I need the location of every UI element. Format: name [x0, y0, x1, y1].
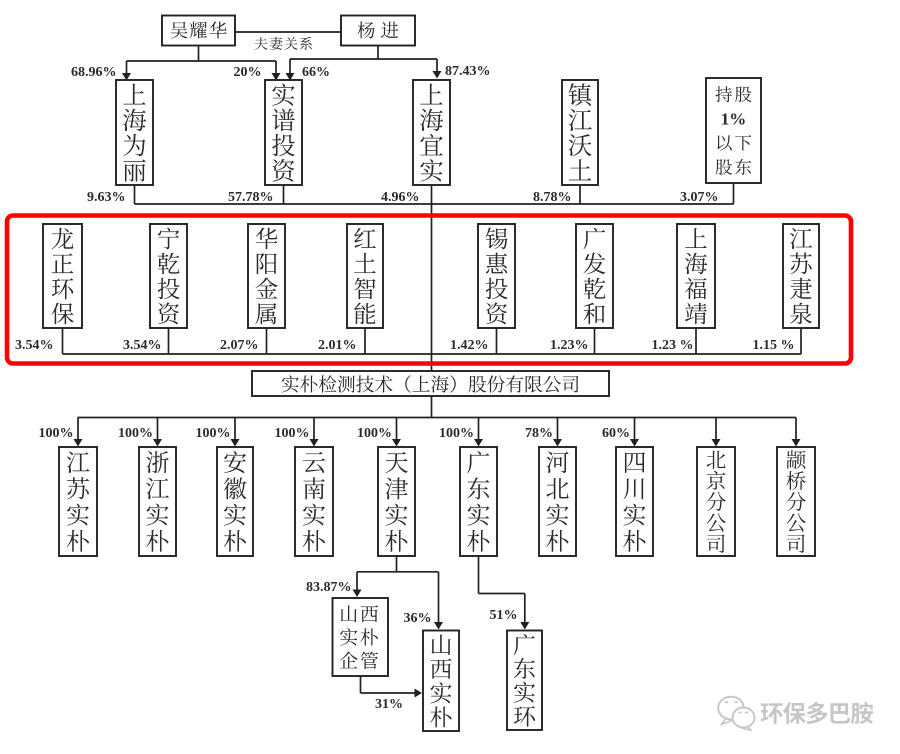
- svg-text:60%: 60%: [602, 426, 630, 441]
- svg-text:100%: 100%: [357, 426, 392, 441]
- svg-text:8.78%: 8.78%: [533, 190, 572, 205]
- svg-text:1.42%: 1.42%: [450, 338, 489, 353]
- svg-text:78%: 78%: [525, 426, 553, 441]
- svg-text:100%: 100%: [118, 426, 153, 441]
- svg-text:1.23 %: 1.23 %: [652, 338, 694, 353]
- svg-text:2.01%: 2.01%: [318, 338, 357, 353]
- svg-text:68.96%: 68.96%: [71, 65, 117, 80]
- svg-text:36%: 36%: [404, 611, 432, 626]
- svg-text:1%: 1%: [721, 109, 747, 128]
- svg-text:57.78%: 57.78%: [228, 190, 274, 205]
- svg-text:51%: 51%: [490, 608, 518, 623]
- svg-text:3.54%: 3.54%: [123, 338, 162, 353]
- svg-text:100%: 100%: [196, 426, 231, 441]
- svg-text:4.96%: 4.96%: [381, 190, 420, 205]
- svg-text:66%: 66%: [302, 65, 330, 80]
- svg-text:31%: 31%: [375, 697, 403, 712]
- svg-text:100%: 100%: [39, 426, 74, 441]
- svg-text:1.23%: 1.23%: [550, 338, 589, 353]
- svg-text:83.87%: 83.87%: [306, 580, 352, 595]
- svg-text:3.54%: 3.54%: [15, 338, 54, 353]
- svg-text:9.63%: 9.63%: [87, 190, 126, 205]
- svg-text:87.43%: 87.43%: [445, 64, 491, 79]
- svg-text:3.07%: 3.07%: [680, 190, 719, 205]
- svg-text:1.15 %: 1.15 %: [753, 338, 795, 353]
- svg-text:100%: 100%: [439, 426, 474, 441]
- svg-text:20%: 20%: [234, 65, 262, 80]
- svg-text:100%: 100%: [275, 426, 310, 441]
- svg-text:2.07%: 2.07%: [220, 338, 259, 353]
